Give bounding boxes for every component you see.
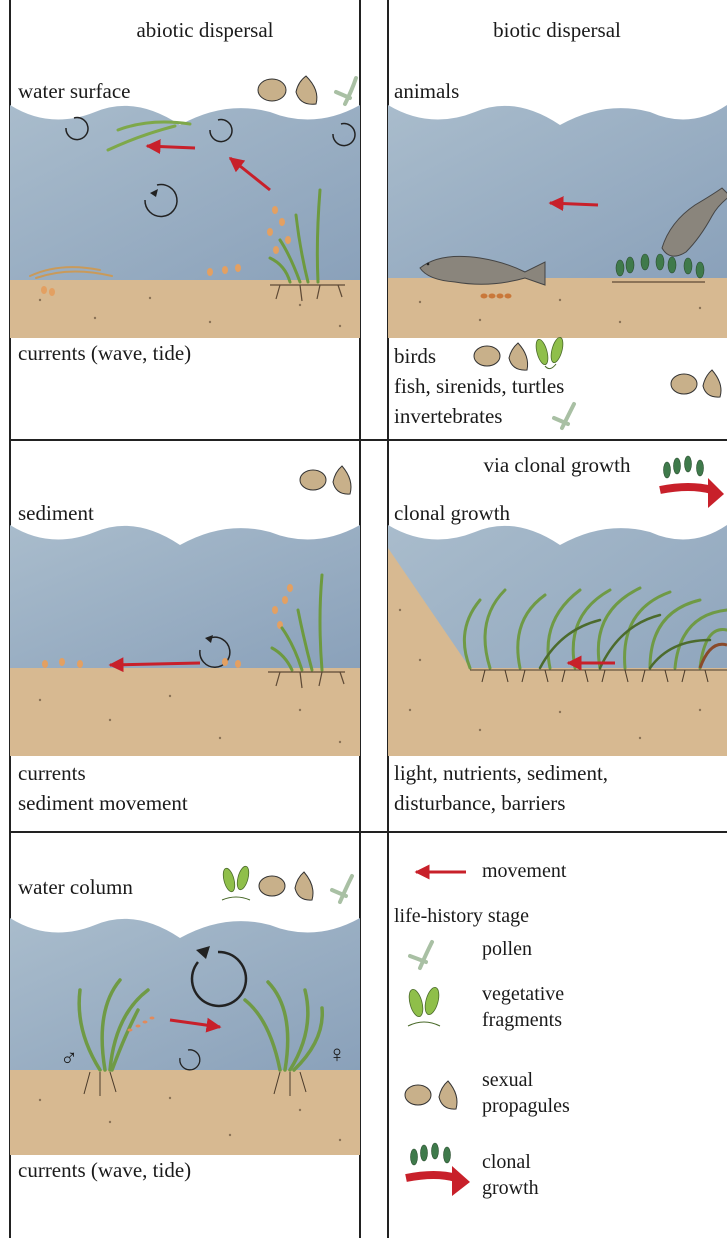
pollen-icon xyxy=(554,404,574,428)
movement-arrow xyxy=(147,146,195,148)
label-fish: fish, sirenids, turtles xyxy=(394,374,564,398)
panel-water-column: ♂ ♀ water column currents (wave, tide) xyxy=(10,865,360,1182)
seed-icon xyxy=(259,876,285,896)
panel-footer-sediment-2: sediment movement xyxy=(18,791,188,815)
panel-water-surface: abiotic dispersal water surface currents… xyxy=(10,18,360,365)
seed-icon xyxy=(703,370,721,397)
panel-footer-sediment-1: currents xyxy=(18,761,86,785)
legend-clonal-icon xyxy=(406,1143,470,1196)
header-biotic: biotic dispersal xyxy=(493,18,621,42)
seed-icon xyxy=(300,470,326,490)
panel-title-clonal-growth: clonal growth xyxy=(394,501,511,525)
pollen-icon xyxy=(332,876,352,902)
panel-footer-water-surface: currents (wave, tide) xyxy=(18,341,191,365)
legend-vegetative-1: vegetative xyxy=(482,983,564,1005)
panel-footer-water-column: currents (wave, tide) xyxy=(18,1158,191,1182)
legend-clonal-1: clonal xyxy=(482,1151,531,1173)
male-symbol-icon: ♂ xyxy=(60,1046,78,1072)
legend-clonal-2: growth xyxy=(482,1177,539,1199)
panel-animals: biotic dispersal animals birds fish, sir… xyxy=(388,18,727,428)
label-birds: birds xyxy=(394,344,436,368)
legend-pollen: pollen xyxy=(482,938,532,960)
seed-icon xyxy=(295,872,313,900)
movement-arrow xyxy=(110,663,200,665)
seed-icon xyxy=(333,466,351,494)
panel-title-animals: animals xyxy=(394,79,459,103)
legend-seed-icon xyxy=(439,1081,457,1109)
legend-seed-icon xyxy=(405,1085,431,1105)
panel-title-water-column: water column xyxy=(18,875,133,899)
seed-icon xyxy=(509,343,528,370)
label-invertebrates: invertebrates xyxy=(394,404,502,428)
legend-movement: movement xyxy=(482,860,567,882)
clonal-growth-icon xyxy=(660,456,724,508)
legend-stage-title: life-history stage xyxy=(394,905,529,927)
vegetative-fragment-icon xyxy=(534,336,565,368)
legend-vegetative-2: fragments xyxy=(482,1009,562,1031)
legend-sexual-2: propagules xyxy=(482,1095,570,1117)
legend: movement life-history stage pollen veget… xyxy=(394,860,570,1199)
seed-icon xyxy=(671,374,697,394)
seed-icon xyxy=(474,346,500,366)
vegetative-fragment-icon xyxy=(221,865,251,900)
panel-footer-clonal-1: light, nutrients, sediment, xyxy=(394,761,608,785)
legend-sexual-1: sexual xyxy=(482,1069,534,1091)
female-symbol-icon: ♀ xyxy=(328,1042,346,1068)
seed-icon xyxy=(258,79,286,101)
panel-title-sediment: sediment xyxy=(18,501,94,525)
pollen-icon xyxy=(336,78,356,104)
header-abiotic: abiotic dispersal xyxy=(136,18,273,42)
panel-sediment: sediment currents sediment movement xyxy=(10,466,360,815)
header-via-clonal-growth: via clonal growth xyxy=(484,453,631,477)
panel-clonal-growth: via clonal growth clonal growth light, n… xyxy=(388,453,727,815)
legend-vegetative-icon xyxy=(407,986,442,1026)
movement-arrow xyxy=(550,203,598,205)
legend-pollen-icon xyxy=(410,942,432,968)
panel-footer-clonal-2: disturbance, barriers xyxy=(394,791,565,815)
seed-icon xyxy=(296,76,317,104)
panel-title-water-surface: water surface xyxy=(18,79,131,103)
